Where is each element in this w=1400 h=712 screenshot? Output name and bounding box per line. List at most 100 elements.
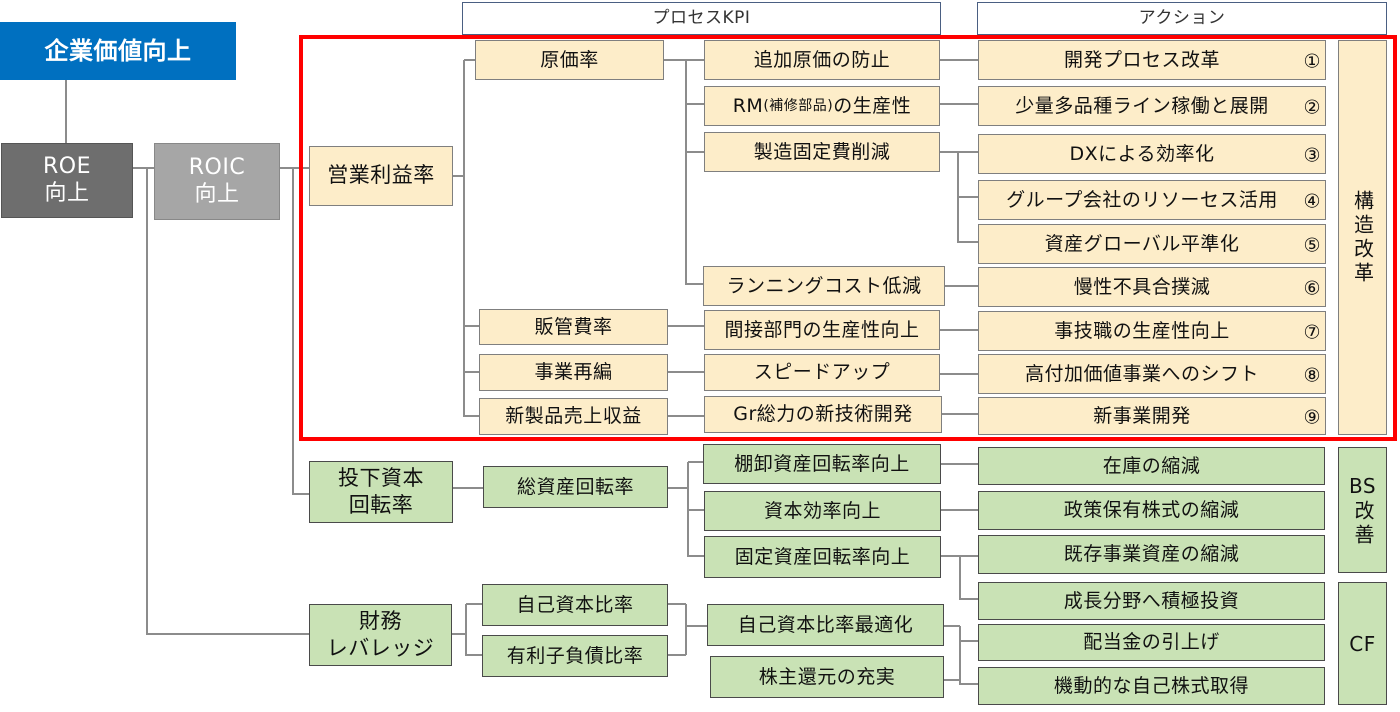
sga-ratio-label: 販管費率 [534,315,613,338]
process-kpi-11: 自己資本比率最適化 [707,604,944,646]
cost-ratio-node: 原価率 [475,40,664,80]
action-6: 慢性不具合撲滅 ⑥ [978,267,1326,307]
root-node-label: 企業価値向上 [44,36,192,65]
equity-ratio-label: 自己資本比率 [516,593,634,616]
process-kpi-2-tail: の生産性 [833,94,912,117]
process-kpi-1-label: 追加原価の防止 [753,48,891,71]
action-9-number: ⑨ [1303,406,1321,429]
restructuring-node: 事業再編 [479,354,668,391]
roic-node: ROIC 向上 [154,143,280,220]
financial-leverage-node: 財務 レバレッジ [309,604,452,666]
process-kpi-6-label: スピードアップ [753,361,891,384]
process-kpi-2-small: (補修部品) [763,97,834,114]
action-4-number: ④ [1303,190,1321,213]
action-7-number: ⑦ [1303,321,1321,344]
action-5-number: ⑤ [1303,234,1321,257]
highlight-frame [299,35,1397,441]
new-product-ratio-label: 新製品売上収益 [505,405,642,428]
action-14: 配当金の引上げ [978,624,1325,661]
group-bs-improvement-bottom: 改善 [1351,499,1375,548]
action-1-number: ① [1303,50,1321,73]
action-9: 新事業開発 ⑨ [978,397,1326,435]
group-cf-label: CF [1349,631,1376,656]
group-bs-improvement: BS 改善 [1338,447,1387,573]
action-9-label: 新事業開発 [1093,404,1191,427]
process-kpi-12-label: 株主還元の充実 [758,665,896,688]
total-asset-turnover-node: 総資産回転率 [483,466,668,508]
action-8: 高付加価値事業へのシフト ⑧ [978,354,1326,394]
root-node: 企業価値向上 [0,22,236,80]
process-kpi-7-label: Gr総力の新技術開発 [733,403,913,426]
process-kpi-8: 棚卸資産回転率向上 [703,444,941,484]
header-process-kpi: プロセスKPI [462,2,941,35]
process-kpi-10: 固定資産回転率向上 [704,536,941,578]
action-4-label: グループ会社のリソーセス活用 [1006,188,1278,211]
action-12: 既存事業資産の縮減 [978,535,1325,574]
process-kpi-10-label: 固定資産回転率向上 [734,545,911,568]
action-15: 機動的な自己株式取得 [978,667,1325,705]
process-kpi-2: RM(補修部品)の生産性 [704,86,940,126]
group-bs-improvement-top: BS [1348,473,1377,498]
action-3-label: DXによる効率化 [1069,142,1215,165]
debt-ratio-label: 有利子負債比率 [506,644,644,667]
process-kpi-2-main: RM [732,94,764,117]
action-12-label: 既存事業資産の縮減 [1063,543,1240,566]
sga-ratio-node: 販管費率 [479,309,668,345]
process-kpi-5-label: 間接部門の生産性向上 [724,318,920,341]
process-kpi-7: Gr総力の新技術開発 [704,396,942,433]
process-kpi-3: 製造固定費削減 [704,132,940,172]
header-action-label: アクション [1138,8,1226,29]
process-kpi-9: 資本効率向上 [704,491,941,531]
action-11-label: 政策保有株式の縮減 [1063,499,1240,522]
action-4: グループ会社のリソーセス活用 ④ [978,180,1326,220]
action-2: 少量多品種ライン稼働と展開 ② [978,86,1326,126]
action-15-label: 機動的な自己株式取得 [1053,674,1249,697]
action-7: 事技職の生産性向上 ⑦ [978,311,1326,351]
process-kpi-5: 間接部門の生産性向上 [704,310,940,350]
operating-margin-label: 営業利益率 [327,163,435,188]
restructuring-label: 事業再編 [534,361,613,384]
action-5: 資産グローバル平準化 ⑤ [978,224,1326,264]
process-kpi-8-label: 棚卸資産回転率向上 [734,452,910,475]
action-13-label: 成長分野へ積極投資 [1063,589,1240,612]
capital-turnover-node: 投下資本 回転率 [309,461,453,523]
action-10-label: 在庫の縮減 [1102,454,1201,477]
group-structural-reform: 構造改革 [1338,40,1387,435]
process-kpi-4-label: ランニングコスト低減 [726,274,922,297]
action-2-number: ② [1303,96,1321,119]
process-kpi-11-label: 自己資本比率最適化 [737,613,914,636]
action-6-number: ⑥ [1303,277,1321,300]
action-7-label: 事技職の生産性向上 [1054,319,1230,342]
action-2-label: 少量多品種ライン稼働と展開 [1015,94,1269,117]
action-8-label: 高付加価値事業へのシフト [1024,362,1259,385]
action-3: DXによる効率化 ③ [978,134,1326,174]
new-product-ratio-node: 新製品売上収益 [479,398,668,435]
header-process-kpi-label: プロセスKPI [652,8,751,29]
action-6-label: 慢性不具合撲滅 [1073,275,1211,298]
action-13: 成長分野へ積極投資 [978,582,1325,620]
action-1-label: 開発プロセス改革 [1063,48,1220,71]
equity-ratio-node: 自己資本比率 [482,584,668,626]
action-8-number: ⑧ [1303,364,1321,387]
action-5-label: 資産グローバル平準化 [1044,232,1240,255]
header-action: アクション [977,2,1387,35]
process-kpi-12: 株主還元の充実 [710,656,944,698]
roe-node: ROE 向上 [1,143,133,218]
action-11: 政策保有株式の縮減 [978,491,1325,530]
action-1: 開発プロセス改革 ① [978,40,1326,80]
process-kpi-1: 追加原価の防止 [704,40,940,80]
operating-margin-node: 営業利益率 [309,146,453,206]
process-kpi-9-label: 資本効率向上 [763,499,881,522]
total-asset-turnover-label: 総資産回転率 [516,475,634,498]
process-kpi-6: スピードアップ [704,354,940,391]
process-kpi-4: ランニングコスト低減 [703,266,945,306]
action-14-label: 配当金の引上げ [1083,631,1220,654]
debt-ratio-node: 有利子負債比率 [482,635,668,677]
cost-ratio-label: 原価率 [540,48,599,71]
action-3-number: ③ [1303,144,1321,167]
group-cf: CF [1338,582,1387,705]
action-10: 在庫の縮減 [978,447,1325,485]
group-structural-reform-label: 構造改革 [1350,189,1375,286]
process-kpi-3-label: 製造固定費削減 [753,140,891,163]
